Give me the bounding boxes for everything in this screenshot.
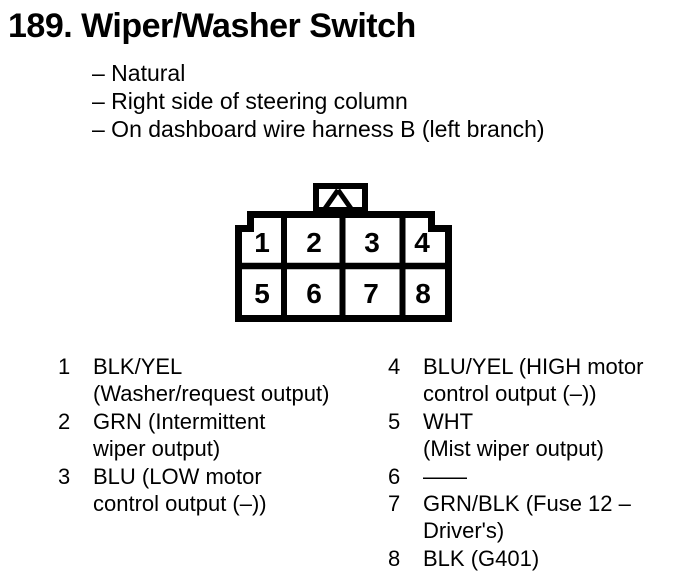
pin-row: 1 BLK/YEL (Washer/request output) — [58, 353, 368, 408]
note-list: – Natural – Right side of steering colum… — [92, 59, 545, 143]
pin-number: 3 — [58, 463, 71, 489]
pin-number: 5 — [388, 408, 401, 434]
note-line: – On dashboard wire harness B (left bran… — [92, 116, 545, 142]
pin-description-line: BLU/YEL (HIGH motor — [423, 354, 644, 379]
pin-row: 4 BLU/YEL (HIGH motor control output (–)… — [388, 353, 686, 408]
pin-description-line: (Mist wiper output) — [423, 436, 604, 462]
pin-list-right: 4 BLU/YEL (HIGH motor control output (–)… — [388, 353, 686, 572]
pin-description-line: BLK (G401) — [423, 545, 540, 571]
pin-description: —— — [423, 463, 686, 490]
pin-description: BLU/YEL (HIGH motor control output (–)) — [423, 353, 686, 408]
pin-description: GRN/BLK (Fuse 12 – Driver's) — [423, 490, 686, 545]
pin-description-line: BLK/YEL — [93, 354, 183, 379]
pin-number: 7 — [388, 491, 401, 517]
section-title: 189. Wiper/Washer Switch — [8, 7, 416, 45]
pin-row: 5 WHT (Mist wiper output) — [388, 408, 686, 463]
pin-number: 4 — [388, 354, 401, 379]
pin-number: 1 — [58, 354, 71, 379]
connector-cell-8: 8 — [415, 278, 431, 309]
pin-description-line: GRN/BLK (Fuse 12 – — [423, 491, 631, 517]
pin-description-line: wiper output) — [93, 436, 221, 462]
connector-cell-7: 7 — [363, 278, 379, 309]
pin-description-line: control output (–)) — [93, 491, 267, 517]
connector-cell-5: 5 — [254, 278, 270, 309]
pin-description-line: control output (–)) — [423, 381, 597, 407]
pin-description: BLK/YEL (Washer/request output) — [93, 353, 368, 408]
pin-number: 6 — [388, 463, 401, 489]
connector-cell-4: 4 — [414, 227, 430, 258]
pin-number: 8 — [388, 545, 401, 571]
connector-cell-6: 6 — [306, 278, 322, 309]
connector-cell-2: 2 — [306, 227, 322, 258]
connector-cell-1: 1 — [254, 227, 270, 258]
connector-diagram: 1 2 3 4 5 6 7 8 — [235, 183, 452, 322]
pin-description: BLK (G401) — [423, 545, 686, 572]
pin-description: WHT (Mist wiper output) — [423, 408, 686, 463]
pin-row: 7 GRN/BLK (Fuse 12 – Driver's) — [388, 490, 686, 545]
pin-row: 2 GRN (Intermittent wiper output) — [58, 408, 368, 463]
connector-tab — [313, 183, 368, 213]
pin-description-line: BLU (LOW motor — [93, 463, 262, 489]
note-line: – Right side of steering column — [92, 88, 408, 114]
pin-row: 3 BLU (LOW motor control output (–)) — [58, 463, 368, 518]
pin-row: 6 —— — [388, 463, 686, 490]
pin-description-line: —— — [423, 463, 467, 489]
pin-description-line: (Washer/request output) — [93, 381, 330, 407]
pin-description-line: GRN (Intermittent — [93, 408, 266, 434]
note-line: – Natural — [92, 60, 186, 86]
connector-cell-3: 3 — [364, 227, 380, 258]
pin-description-line: Driver's) — [423, 518, 505, 544]
connector-tab-keyway-icon — [321, 188, 355, 212]
pin-description-line: WHT — [423, 408, 474, 434]
pin-list-left: 1 BLK/YEL (Washer/request output) 2 GRN … — [58, 353, 368, 517]
pin-description: GRN (Intermittent wiper output) — [93, 408, 368, 463]
pin-number: 2 — [58, 408, 71, 434]
pin-row: 8 BLK (G401) — [388, 545, 686, 572]
pin-description: BLU (LOW motor control output (–)) — [93, 463, 368, 518]
